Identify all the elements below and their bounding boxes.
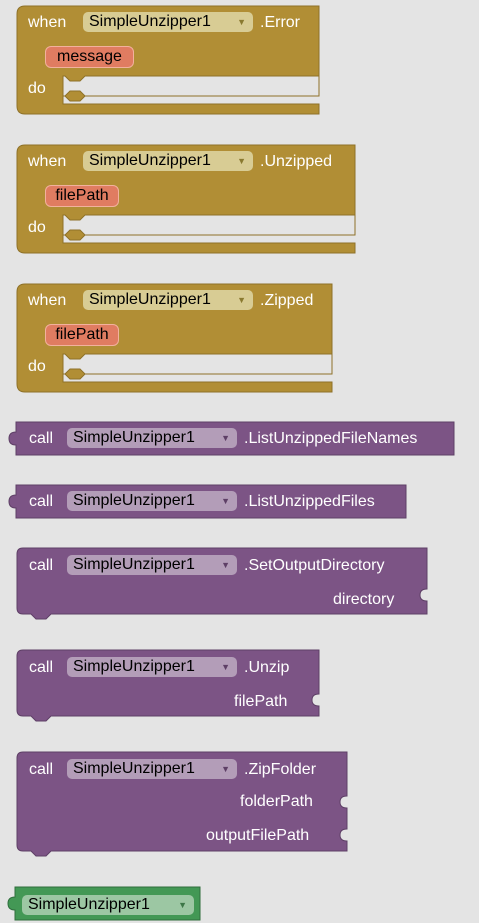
method-block-unzip[interactable]: call SimpleUnzipper1 ▼ .Unzip filePath <box>15 649 321 725</box>
component-dropdown[interactable]: SimpleUnzipper1 ▼ <box>83 12 253 32</box>
dropdown-arrow-icon: ▼ <box>221 560 230 570</box>
arg-directory: directory <box>333 591 395 608</box>
event-block-error[interactable]: when SimpleUnzipper1 ▼ .Error message do <box>15 5 321 116</box>
component-name: SimpleUnzipper1 <box>89 152 211 169</box>
call-label: call <box>29 761 54 778</box>
event-block-shape <box>16 144 356 254</box>
event-name: .Unzipped <box>260 153 333 170</box>
method-block-list-unzipped-files[interactable]: call SimpleUnzipper1 ▼ .ListUnzippedFile… <box>6 484 408 521</box>
component-dropdown[interactable]: SimpleUnzipper1 ▼ <box>67 657 237 677</box>
input-socket-icon[interactable] <box>338 796 348 808</box>
dropdown-arrow-icon: ▼ <box>221 662 230 672</box>
arg-filepath: filePath <box>234 693 288 710</box>
component-dropdown[interactable]: SimpleUnzipper1 ▼ <box>22 895 194 915</box>
event-block-shape <box>16 5 320 115</box>
component-name: SimpleUnzipper1 <box>28 896 150 913</box>
component-dropdown[interactable]: SimpleUnzipper1 ▼ <box>83 290 253 310</box>
method-name: .Unzip <box>244 659 290 676</box>
param-filepath[interactable]: filePath <box>45 185 119 207</box>
method-block-set-output-directory[interactable]: call SimpleUnzipper1 ▼ .SetOutputDirecto… <box>15 547 430 623</box>
component-dropdown[interactable]: SimpleUnzipper1 ▼ <box>83 151 253 171</box>
dropdown-arrow-icon: ▼ <box>237 295 246 305</box>
method-block-zip-folder[interactable]: call SimpleUnzipper1 ▼ .ZipFolder folder… <box>15 751 350 858</box>
input-socket-icon[interactable] <box>338 829 348 841</box>
when-label: when <box>28 14 67 31</box>
dropdown-arrow-icon: ▼ <box>237 156 246 166</box>
event-block-zipped[interactable]: when SimpleUnzipper1 ▼ .Zipped filePath … <box>15 283 334 394</box>
component-block[interactable]: SimpleUnzipper1 ▼ <box>5 886 203 923</box>
param-message[interactable]: message <box>45 46 134 68</box>
component-dropdown[interactable]: SimpleUnzipper1 ▼ <box>67 428 237 448</box>
arg-folderpath: folderPath <box>240 793 313 810</box>
method-name: .ZipFolder <box>244 761 317 778</box>
component-dropdown[interactable]: SimpleUnzipper1 ▼ <box>67 491 237 511</box>
dropdown-arrow-icon: ▼ <box>221 433 230 443</box>
do-label: do <box>28 219 46 236</box>
call-label: call <box>29 557 54 574</box>
input-socket-icon[interactable] <box>310 694 320 706</box>
component-name: SimpleUnzipper1 <box>73 760 195 777</box>
do-label: do <box>28 80 46 97</box>
event-block-shape <box>16 283 333 393</box>
input-socket-icon[interactable] <box>418 589 428 601</box>
event-name: .Zipped <box>260 292 314 309</box>
method-name: .SetOutputDirectory <box>244 557 385 574</box>
component-name: SimpleUnzipper1 <box>73 658 195 675</box>
call-label: call <box>29 659 54 676</box>
component-name: SimpleUnzipper1 <box>73 492 195 509</box>
component-name: SimpleUnzipper1 <box>89 13 211 30</box>
method-block-list-unzipped-file-names[interactable]: call SimpleUnzipper1 ▼ .ListUnzippedFile… <box>6 421 456 458</box>
method-name: .ListUnzippedFileNames <box>244 430 418 447</box>
component-dropdown[interactable]: SimpleUnzipper1 ▼ <box>67 555 237 575</box>
event-block-unzipped[interactable]: when SimpleUnzipper1 ▼ .Unzipped filePat… <box>15 144 357 255</box>
arg-outputfilepath: outputFilePath <box>206 827 310 844</box>
event-name: .Error <box>260 14 300 31</box>
dropdown-arrow-icon: ▼ <box>221 496 230 506</box>
dropdown-arrow-icon: ▼ <box>221 764 230 774</box>
component-name: SimpleUnzipper1 <box>73 556 195 573</box>
dropdown-arrow-icon: ▼ <box>178 900 187 910</box>
do-label: do <box>28 358 46 375</box>
method-name: .ListUnzippedFiles <box>244 493 375 510</box>
component-name: SimpleUnzipper1 <box>73 429 195 446</box>
when-label: when <box>28 292 67 309</box>
call-label: call <box>29 493 54 510</box>
component-dropdown[interactable]: SimpleUnzipper1 ▼ <box>67 759 237 779</box>
dropdown-arrow-icon: ▼ <box>237 17 246 27</box>
param-filepath[interactable]: filePath <box>45 324 119 346</box>
when-label: when <box>28 153 67 170</box>
call-label: call <box>29 430 54 447</box>
component-name: SimpleUnzipper1 <box>89 291 211 308</box>
